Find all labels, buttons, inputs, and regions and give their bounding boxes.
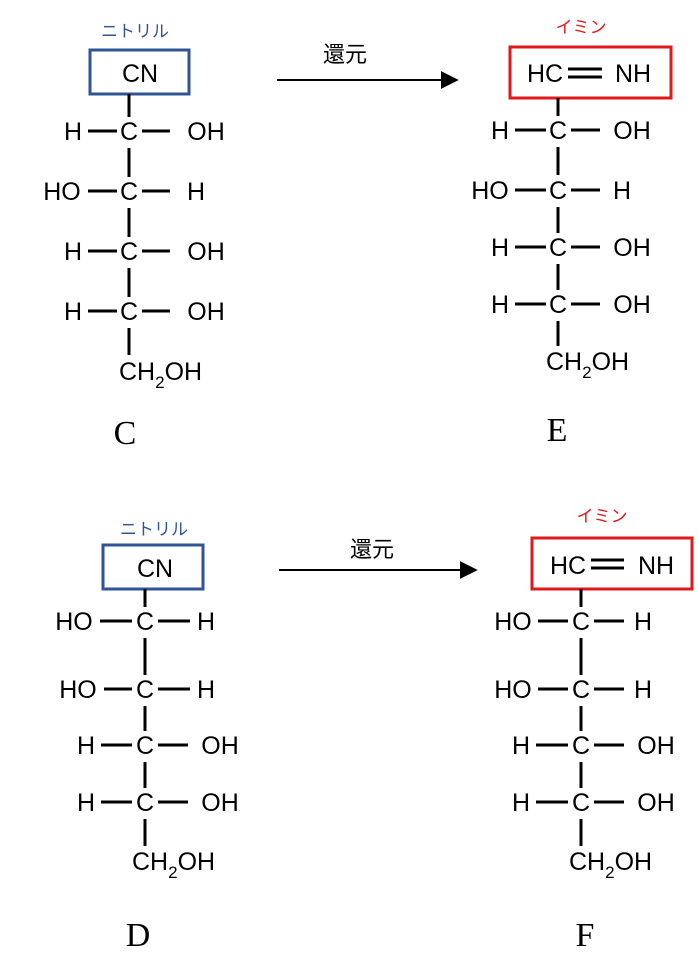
substituent-left: HO [494,676,532,704]
arrow-label-reduction: 還元 [350,538,394,563]
substituent-left: H [491,234,509,262]
carbon-atom: C [136,608,154,636]
molecule-f: イミン HC NH HO C H HO C H H C OH H C OH CH… [494,507,694,954]
ch2oh-group: CH2OH [546,348,629,382]
molecule-label-d: D [126,917,151,954]
substituent-left: H [491,291,509,319]
substituent-right: H [613,177,631,205]
substituent-left: HO [59,676,97,704]
substituent-left: H [77,789,95,817]
nitrile-tag-c: ニトリル [101,22,169,42]
nh-group-e: NH [615,60,651,88]
molecule-e: イミン HC NH H C OH HO C H H C OH H C OH CH… [471,18,673,449]
carbon-atom: C [136,676,154,704]
substituent-right: H [634,676,652,704]
substituent-left: HO [43,178,81,206]
substituent-left: H [77,732,95,760]
substituent-right: OH [613,234,651,262]
carbon-atom: C [136,789,154,817]
reaction-arrow-bottom: 還元 [279,538,478,579]
imine-box-f [530,536,694,591]
carbon-atom: C [549,117,567,145]
ch2oh-group: CH2OH [119,358,202,392]
imine-tag-e: イミン [556,18,607,38]
substituent-left: H [64,118,82,146]
carbon-atom: C [549,291,567,319]
ch2oh-group: CH2OH [132,848,215,882]
cn-group-d: CN [137,555,173,583]
substituent-right: H [634,608,652,636]
nitrile-box-c [88,48,191,96]
molecule-label-c: C [114,415,137,452]
nitrile-box-d [101,543,205,591]
substituent-right: OH [187,238,225,266]
reaction-arrow-top: 還元 [277,43,459,89]
substituent-right: OH [637,789,675,817]
carbon-atom: C [120,298,138,326]
carbon-atom: C [136,732,154,760]
imine-box-e [508,45,673,100]
substituent-right: OH [637,732,675,760]
substituent-right: OH [613,291,651,319]
substituent-right: OH [187,118,225,146]
substituent-right: H [197,676,215,704]
carbon-atom: C [120,178,138,206]
substituent-left: H [512,789,530,817]
substituent-left: H [64,238,82,266]
carbon-atom: C [572,732,590,760]
substituent-left: H [64,298,82,326]
carbon-atom: C [549,177,567,205]
carbon-atom: C [120,118,138,146]
molecule-label-e: E [547,412,568,449]
substituent-right: OH [201,732,239,760]
molecule-d: ニトリル CN HO C H HO C H H C OH H C OH CH2O… [55,520,239,954]
imine-tag-f: イミン [577,507,628,527]
ch2oh-group: CH2OH [569,848,652,882]
molecule-c: ニトリル CN H C OH HO C H H C OH H C OH CH2O… [43,22,225,452]
substituent-left: H [491,117,509,145]
carbon-atom: C [120,238,138,266]
arrow-label-reduction: 還元 [323,43,367,68]
substituent-right: OH [613,117,651,145]
nh-group-f: NH [638,552,674,580]
substituent-right: OH [187,298,225,326]
substituent-right: OH [201,789,239,817]
molecule-label-f: F [576,917,595,954]
hc-group-e: HC [527,60,563,88]
substituent-right: H [187,178,205,206]
hc-group-f: HC [550,552,586,580]
substituent-left: HO [494,608,532,636]
carbon-atom: C [572,789,590,817]
nitrile-tag-d: ニトリル [120,520,188,540]
carbon-atom: C [549,234,567,262]
carbon-atom: C [572,676,590,704]
carbon-atom: C [572,608,590,636]
substituent-left: HO [471,177,509,205]
cn-group-c: CN [122,60,158,88]
substituent-right: H [197,608,215,636]
substituent-left: H [512,732,530,760]
substituent-left: HO [55,608,93,636]
